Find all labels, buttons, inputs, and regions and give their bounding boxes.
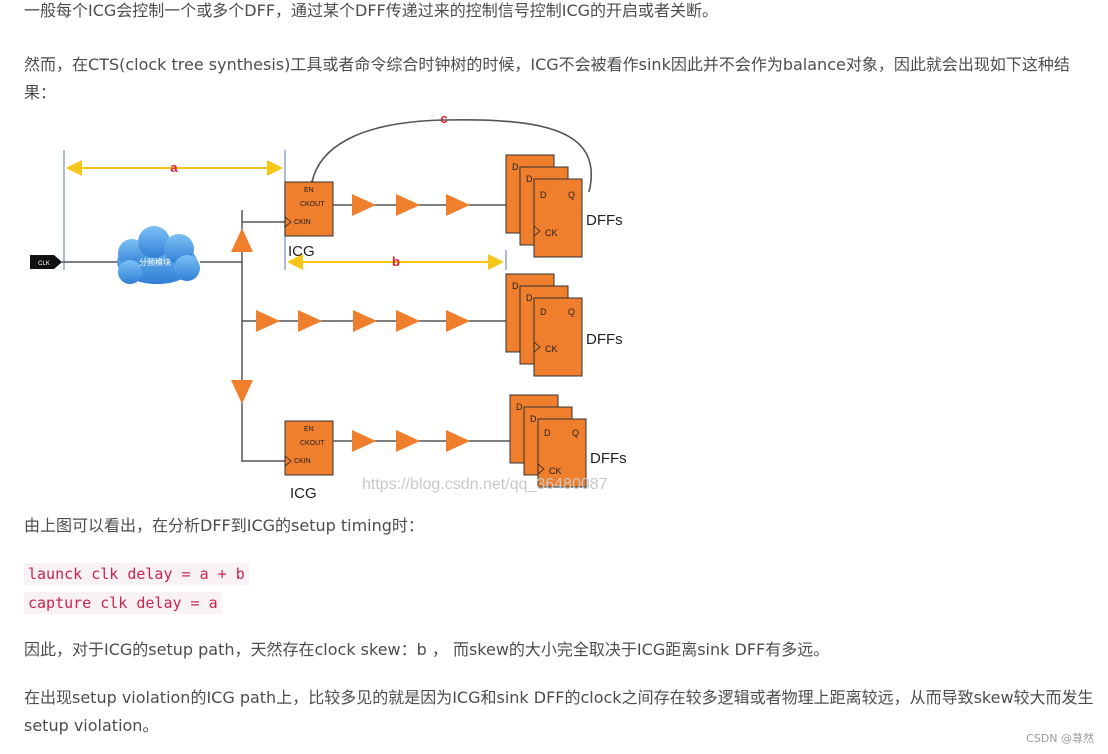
dff-3-d: D <box>540 190 547 200</box>
buffer-row2-5 <box>446 310 470 332</box>
icg-bottom: EN CKOUT CKIN <box>284 420 334 476</box>
dff-4-d: D <box>512 281 519 291</box>
dff-9-d: D <box>544 428 551 438</box>
dff-stack-3: D D D Q CK <box>509 394 587 488</box>
buffer-row3-3 <box>446 430 470 452</box>
icg-bottom-en: EN <box>304 426 314 433</box>
feedback-arc-c <box>302 118 592 195</box>
buffer-row2-4 <box>396 310 420 332</box>
dff-6-q: Q <box>568 307 575 317</box>
icg-top-label: ICG <box>288 243 315 260</box>
buffer-row3-1 <box>352 430 376 452</box>
buffer-trunk-up <box>231 228 253 252</box>
divider-cloud <box>117 226 200 284</box>
dff-3-ck: CK <box>545 228 558 238</box>
paragraph-cts-issue: 然而，在CTS(clock tree synthesis)工具或者命令综合时钟树… <box>24 55 1070 102</box>
dimension-a-label: a <box>170 160 178 175</box>
paragraph-setup-violation: 在出现setup violation的ICG path上，比较多见的就是因为IC… <box>24 688 1094 735</box>
dff-1-d: D <box>512 162 519 172</box>
icg-bottom-ckin: CKIN <box>294 458 311 465</box>
dff-2-d: D <box>526 174 533 184</box>
dff-9-ck: CK <box>549 466 562 476</box>
dffs-label-1: DFFs <box>586 212 623 229</box>
buffer-row1-3 <box>446 194 470 216</box>
buffer-row3-2 <box>396 430 420 452</box>
dff-9-q: Q <box>572 428 579 438</box>
icg-top-ckin: CKIN <box>294 219 311 226</box>
dff-6-d: D <box>540 307 547 317</box>
figure-url-watermark: https://blog.csdn.net/qq_36480087 <box>362 476 608 493</box>
dff-stack-2: D D D Q CK <box>505 273 583 377</box>
csdn-watermark: CSDN @荨然 <box>1026 732 1094 745</box>
buffer-trunk-down <box>231 380 253 404</box>
buffer-row2-1 <box>256 310 280 332</box>
dff-3-q: Q <box>568 190 575 200</box>
icg-bottom-ckout: CKOUT <box>300 440 325 447</box>
dff-5-d: D <box>526 293 533 303</box>
clk-input-port <box>30 255 62 269</box>
clk-label: CLK <box>38 261 50 267</box>
dff-8-d: D <box>530 414 537 424</box>
buffer-row1-1 <box>352 194 376 216</box>
paragraph-setup-analysis: 由上图可以看出，在分析DFF到ICG的setup timing时： <box>24 516 424 535</box>
paragraph-clock-skew: 因此，对于ICG的setup path，天然存在clock skew：b ， 而… <box>24 640 830 659</box>
cloud-label: 分频模块 <box>139 257 171 267</box>
dffs-label-3: DFFs <box>590 450 627 467</box>
icg-clock-tree-figure: a b c CLK 分频模块 EN CKOUT CKIN ICG D <box>30 111 627 502</box>
icg-top-en: EN <box>304 187 314 194</box>
dimension-b-label: b <box>392 254 400 269</box>
code-capture-delay: capture clk delay = a <box>24 592 222 614</box>
code-launch-delay: launck clk delay = a + b <box>24 563 249 585</box>
icg-bottom-label: ICG <box>290 485 317 502</box>
dff-6-ck: CK <box>545 344 558 354</box>
buffer-row1-2 <box>396 194 420 216</box>
dff-7-d: D <box>516 402 523 412</box>
paragraph-icg-control: 一般每个ICG会控制一个或多个DFF，通过某个DFF传递过来的控制信号控制ICG… <box>24 1 719 20</box>
buffer-row2-2 <box>298 310 322 332</box>
icg-top-ckout: CKOUT <box>300 201 325 208</box>
dffs-label-2: DFFs <box>586 331 623 348</box>
icg-top: EN CKOUT CKIN <box>284 181 334 237</box>
buffer-row2-3 <box>353 310 377 332</box>
feedback-c-label: c <box>440 111 447 126</box>
dff-stack-1: D D D Q CK <box>505 154 583 258</box>
